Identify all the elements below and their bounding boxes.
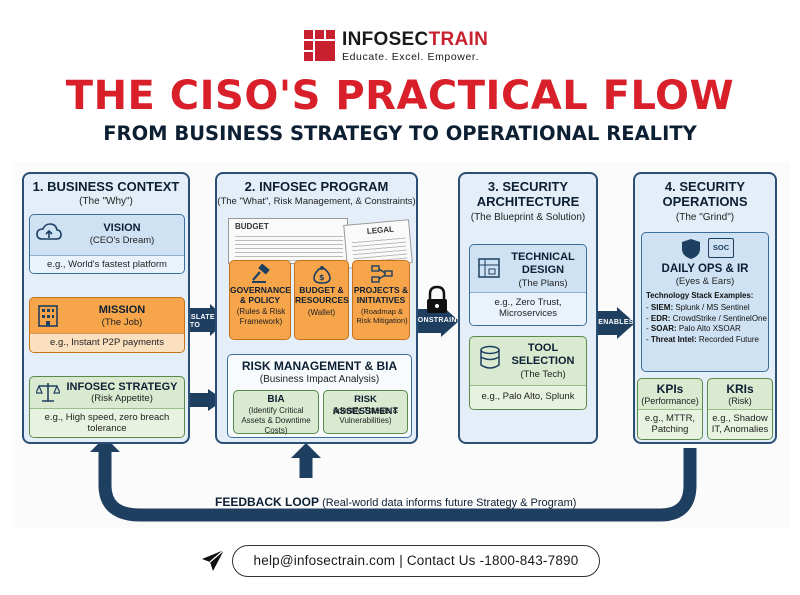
tool-example: e.g., Palo Alto, Splunk [470, 385, 586, 409]
stack-heading: Technology Stack Examples: [646, 291, 754, 300]
strategy-example: e.g., High speed, zero breach tolerance [30, 408, 184, 437]
contact-info[interactable]: help@infosectrain.com | Contact Us -1800… [232, 545, 600, 577]
strategy-title: INFOSEC STRATEGY [66, 381, 178, 393]
column-subheading: (The "Why") [79, 196, 133, 207]
legal-doc-label: LEGAL [366, 224, 395, 236]
bia-title: BIA [267, 394, 285, 405]
daily-title: DAILY OPS & IR [661, 263, 749, 275]
tool-sub: (The Tech) [520, 369, 566, 380]
feedback-loop-caption: FEEDBACK LOOP (Real-world data informs f… [215, 495, 577, 509]
brand-tagline: Educate. Excel. Empower. [342, 51, 479, 63]
svg-text:$: $ [319, 273, 325, 282]
column-subheading: (The "Grind") [675, 212, 735, 223]
governance-card: GOVERNANCE & POLICY (Rules & Risk Framew… [229, 260, 291, 340]
stack-item: - Threat Intel: Recorded Future [646, 334, 759, 344]
vision-title: VISION [103, 222, 141, 234]
kris-title: KRIs [726, 382, 754, 396]
kris-example: e.g., Shadow IT, Anomalies [708, 409, 772, 439]
logo-grid-icon [304, 30, 336, 62]
vision-sub: (CEO's Dream) [89, 235, 155, 246]
budget-resources-card: $ BUDGET & RESOURCES (Wallet) [294, 260, 349, 340]
infosec-strategy-card: INFOSEC STRATEGY (Risk Appetite) e.g., H… [29, 376, 185, 438]
kpis-example: e.g., MTTR, Patching [638, 409, 702, 439]
daily-ops-card: SOC DAILY OPS & IR (Eyes & Ears) Technol… [641, 232, 769, 372]
stack-item: - SOAR: Palo Alto XSOAR [646, 324, 741, 333]
cloud-upload-icon [36, 223, 62, 240]
feedback-loop-arrow [98, 448, 697, 522]
risk-assessment-card: RISK ASSESSMENT (Identify Threats & Vuln… [323, 390, 408, 434]
bia-card: BIA (Identify Critical Assets & Downtime… [233, 390, 319, 435]
budget-title: BUDGET & RESOURCES [295, 285, 349, 305]
kpis-card: KPIs (Performance) e.g., MTTR, Patching [637, 378, 703, 440]
budget-doc-label: BUDGET [235, 222, 269, 231]
enables-label: ENABLES [598, 319, 634, 326]
brand-logo: INFOSECTRAIN Educate. Excel. Empower. [304, 29, 504, 65]
column-heading: 2. INFOSEC PROGRAM [244, 179, 389, 194]
governance-title: GOVERNANCE & POLICY [230, 285, 291, 305]
page-subtitle: FROM BUSINESS STRATEGY TO OPERATIONAL RE… [103, 122, 697, 145]
projects-title: PROJECTS & INITIATIVES [353, 285, 409, 305]
money-bag-icon: $ [313, 266, 331, 284]
budget-sub: (Wallet) [307, 308, 336, 317]
vision-example: e.g., World's fastest platform [30, 255, 184, 273]
mission-example: e.g., Instant P2P payments [30, 333, 184, 352]
column-subheading: (The "What", Risk Management, & Constrai… [217, 196, 416, 207]
mission-title: MISSION [98, 304, 146, 316]
kris-sub: (Risk) [728, 396, 752, 406]
daily-sub: (Eyes & Ears) [675, 276, 735, 287]
design-sub: (The Plans) [518, 278, 568, 289]
governance-sub: (Rules & Risk Framework) [236, 307, 286, 326]
risk-sub: (Business Impact Analysis) [259, 374, 380, 385]
mission-sub: (The Job) [101, 317, 143, 328]
page-title: THE CISO'S PRACTICAL FLOW [65, 73, 735, 119]
kpis-title: KPIs [656, 382, 684, 396]
scales-icon [36, 383, 60, 402]
projects-card: PROJECTS & INITIATIVES (Roadmap & Risk M… [352, 260, 410, 340]
budget-doc-lines [235, 233, 343, 261]
kris-card: KRIs (Risk) e.g., Shadow IT, Anomalies [707, 378, 773, 440]
stack-item: - EDR: CrowdStrike / SentinelOne [646, 313, 767, 323]
blueprint-icon [478, 258, 500, 278]
tech-stack-list: - SIEM: Splunk / MS Sentinel - EDR: Crow… [646, 303, 768, 345]
bia-sub: (Identify Critical Assets & Downtime Cos… [241, 406, 311, 435]
gavel-icon [252, 264, 270, 283]
lock-icon [427, 285, 447, 313]
shield-icon [682, 239, 700, 259]
strategy-sub: (Risk Appetite) [91, 393, 153, 404]
design-example: e.g., Zero Trust, Microservices [470, 292, 586, 325]
risk-management-card: RISK MANAGEMENT & BIA (Business Impact A… [227, 354, 412, 438]
column-subheading: (The Blueprint & Solution) [470, 212, 586, 223]
vision-card: VISION (CEO's Dream) e.g., World's faste… [29, 214, 185, 274]
send-icon [202, 549, 225, 571]
projects-sub: (Roadmap & Risk Mitigation) [356, 307, 408, 325]
budget-document: BUDGET [228, 218, 348, 264]
kpis-sub: (Performance) [641, 396, 699, 406]
database-icon [480, 345, 500, 369]
building-icon [38, 305, 58, 327]
constrains-label: CONSTRAINS [412, 317, 462, 324]
brand-name: INFOSECTRAIN [342, 29, 489, 50]
roadmap-icon [371, 265, 393, 283]
column-heading: 1. BUSINESS CONTEXT [32, 179, 180, 194]
stack-item: - SIEM: Splunk / MS Sentinel [646, 303, 750, 312]
assessment-title: RISK ASSESSMENT [332, 394, 399, 417]
soc-monitor-icon: SOC [708, 238, 734, 258]
assessment-sub: (Identify Threats & Vulnerabilities) [332, 406, 399, 425]
risk-title: RISK MANAGEMENT & BIA [241, 359, 398, 373]
mission-card: MISSION (The Job) e.g., Instant P2P paym… [29, 297, 185, 353]
